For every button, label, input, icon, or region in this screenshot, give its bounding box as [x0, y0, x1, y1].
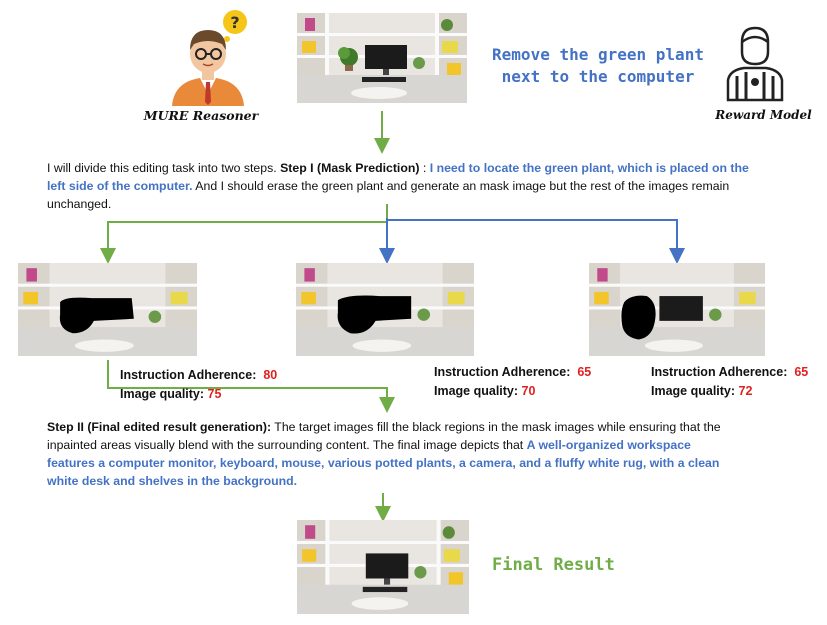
candidate-2-quality-label: Image quality — [434, 384, 514, 398]
mask-candidate-1 — [18, 263, 197, 356]
step1-highlight: I need to locate the green plant, which … — [47, 161, 749, 193]
step1-heading: Step I (Mask Prediction) — [280, 161, 420, 175]
branch-green — [100, 221, 387, 264]
candidate-2-adherence-value: 65 — [577, 365, 592, 379]
branch-blue-right — [387, 219, 685, 264]
instruction-line-1: Remove the green plant — [492, 45, 704, 64]
step2-body: The target images fill the black regions… — [47, 420, 721, 452]
reasoner-avatar: ? — [160, 8, 260, 108]
candidate-3-adherence-label: Instruction Adherence — [651, 365, 784, 379]
step1-sep: : — [419, 161, 430, 175]
candidate-1-adherence-label: Instruction Adherence — [120, 368, 253, 382]
step1-paragraph: I will divide this editing task into two… — [47, 159, 757, 213]
reward-model-label: Reward Model — [715, 108, 812, 122]
reasoner-label: MURE Reasoner — [143, 108, 259, 123]
candidate-1-scores: Instruction Adherence: 80 Image quality:… — [120, 368, 278, 401]
step1-rest: And I should erase the green plant and g… — [47, 179, 730, 211]
step2-heading: Step II (Final edited result generation)… — [47, 420, 272, 434]
mask-candidate-2 — [296, 263, 474, 356]
final-result-label: Final Result — [492, 555, 615, 575]
reward-model-avatar — [722, 22, 792, 102]
input-image — [297, 13, 467, 103]
candidate-2-quality-value: 70 — [521, 384, 536, 398]
candidate-2-adherence-label: Instruction Adherence — [434, 365, 567, 379]
instruction-line-2: next to the computer — [501, 67, 695, 86]
question-mark: ? — [230, 13, 239, 32]
referee-icon — [726, 26, 784, 102]
candidate-2-scores: Instruction Adherence: 65 Image quality:… — [434, 365, 592, 398]
final-image — [297, 520, 469, 614]
candidate-1-quality-value: 75 — [207, 387, 222, 401]
step2-paragraph: Step II (Final edited result generation)… — [47, 418, 737, 490]
step2-highlight: A well-organized workspace features a co… — [47, 438, 720, 488]
candidate-3-quality-label: Image quality — [651, 384, 731, 398]
step1-intro: I will divide this editing task into two… — [47, 161, 281, 175]
candidate-3-quality-value: 72 — [738, 384, 753, 398]
mask-candidate-3 — [589, 263, 765, 356]
reasoner-icon: ? — [172, 10, 247, 106]
instruction-text: Remove the green plant next to the compu… — [478, 44, 718, 88]
candidate-3-scores: Instruction Adherence: 65 Image quality:… — [651, 365, 809, 398]
candidate-1-adherence-value: 80 — [263, 368, 278, 382]
candidate-1-quality-label: Image quality — [120, 387, 200, 401]
candidate-3-adherence-value: 65 — [794, 365, 809, 379]
